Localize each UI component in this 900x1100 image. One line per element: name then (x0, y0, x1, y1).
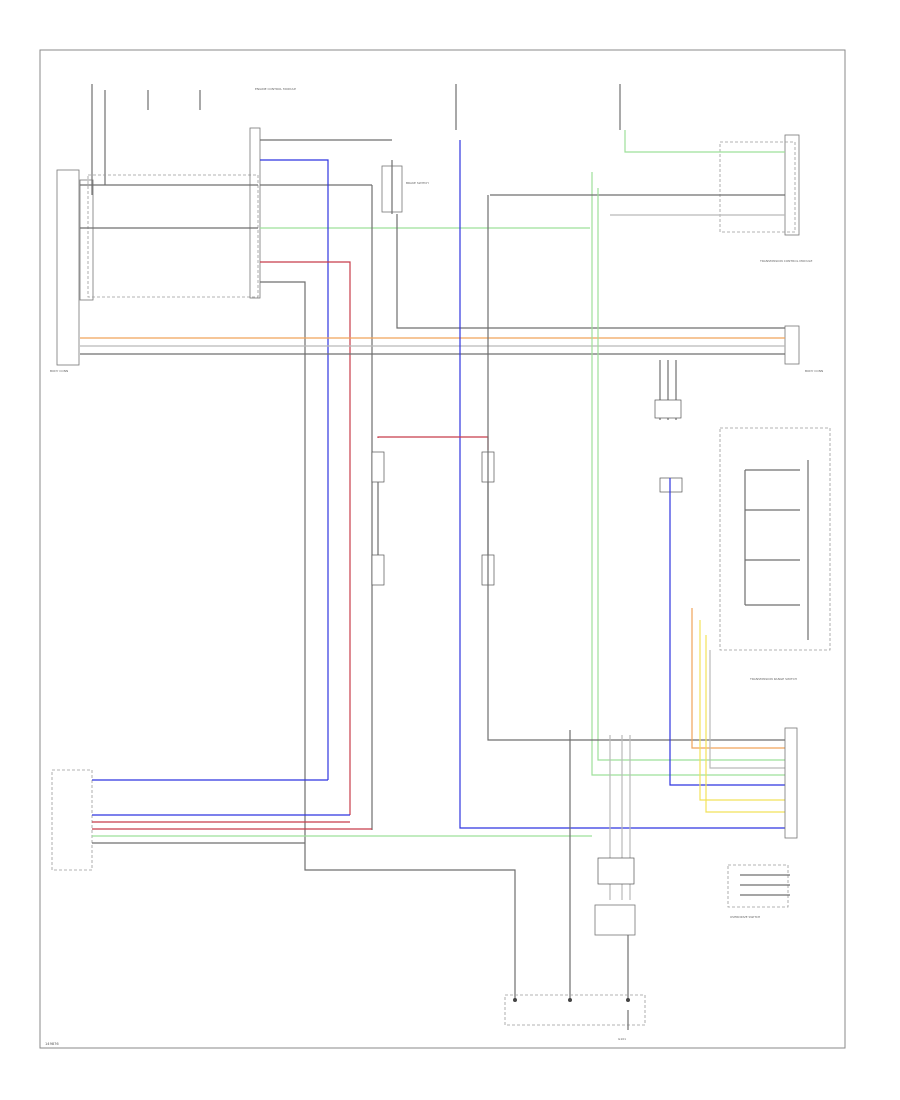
ground-label: G101 (618, 1037, 626, 1041)
right-lower-module (784, 727, 798, 839)
left-module-label: ENGINE CONTROL MODULE (255, 87, 296, 91)
range-switch-wires (669, 478, 785, 813)
lower-left-module (51, 769, 592, 871)
body-connector-left: BODY CONN (50, 169, 94, 373)
brake-switch: BRAKE SWITCH (381, 160, 429, 214)
right-module: TRANSMISSION CONTROL MODULE (719, 134, 812, 263)
right-module-label: TRANSMISSION CONTROL MODULE (759, 259, 812, 263)
footer-code: 149876 (45, 1042, 59, 1046)
diagram-frame (39, 49, 846, 1049)
left-module: ENGINE CONTROL MODULE (87, 87, 296, 299)
mid-connectors (371, 195, 785, 741)
body-connector-right: BODY CONN (784, 325, 823, 373)
brake-switch-label: BRAKE SWITCH (406, 181, 429, 185)
bottom-sensor: G101 (504, 730, 646, 1041)
upper-wires (80, 139, 785, 1000)
range-switch-label: TRANSMISSION RANGE SWITCH (749, 677, 797, 681)
overdrive-switch-label: OVERDRIVE SWITCH (730, 915, 760, 919)
body-connector-right-label: BODY CONN (805, 369, 823, 373)
body-connector-left-label: BODY CONN (50, 369, 68, 373)
overdrive-switch: OVERDRIVE SWITCH (727, 864, 790, 919)
top-fuse-stubs (91, 84, 621, 195)
transmission-range-switch: TRANSMISSION RANGE SWITCH (719, 427, 831, 681)
right-top-wires (459, 130, 785, 829)
